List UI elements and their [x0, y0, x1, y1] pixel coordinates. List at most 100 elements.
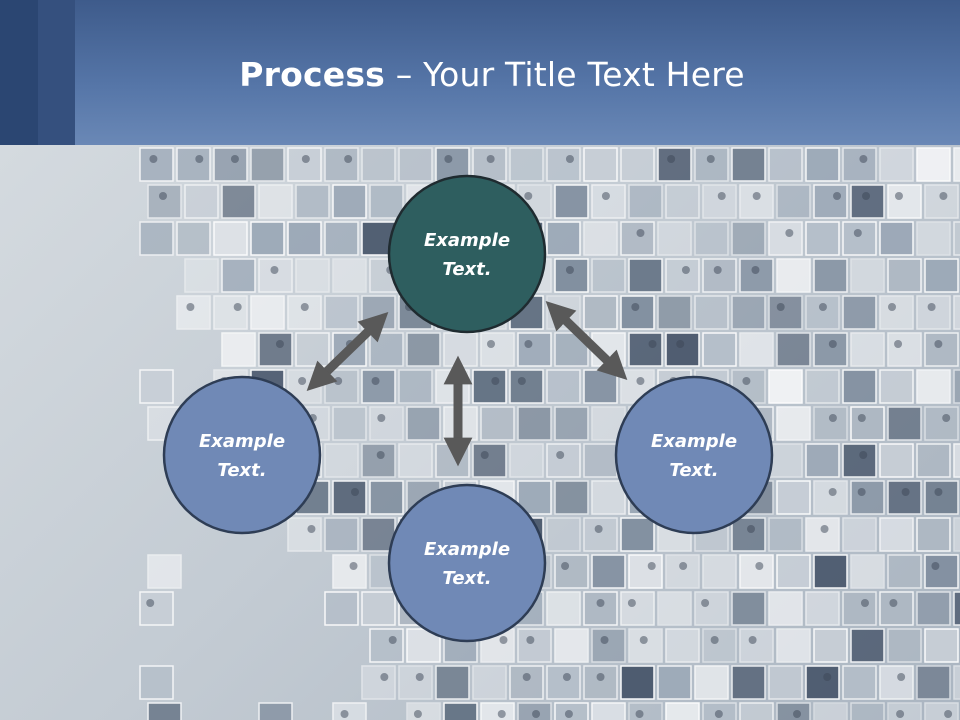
- collage-photo-tile: [287, 221, 322, 256]
- collage-figure-shape: [601, 192, 610, 200]
- collage-figure-shape: [862, 192, 871, 200]
- collage-figure-shape: [565, 266, 574, 274]
- collage-figure-shape: [526, 636, 535, 644]
- collage-photo-tile: [916, 295, 951, 330]
- collage-figure-shape: [532, 710, 541, 718]
- node-right-circle[interactable]: [614, 375, 774, 535]
- collage-photo-tile: [546, 665, 581, 700]
- collage-photo-tile: [694, 221, 729, 256]
- collage-photo-tile: [139, 221, 174, 256]
- collage-figure-shape: [679, 562, 688, 570]
- collage-photo-tile: [805, 369, 840, 404]
- collage-photo-tile: [776, 332, 811, 367]
- collage-figure-shape: [742, 377, 751, 385]
- collage-photo-tile: [398, 369, 433, 404]
- collage-figure-shape: [776, 303, 785, 311]
- collage-photo-tile: [406, 406, 441, 441]
- collage-photo-tile: [850, 406, 885, 441]
- collage-photo-tile: [813, 184, 848, 219]
- collage-photo-tile: [517, 406, 552, 441]
- collage-figure-shape: [896, 710, 905, 718]
- collage-figure-shape: [491, 377, 500, 385]
- collage-photo-tile: [509, 443, 544, 478]
- collage-photo-tile: [768, 369, 803, 404]
- collage-photo-tile: [731, 147, 766, 182]
- collage-photo-tile: [250, 221, 285, 256]
- collage-photo-tile: [546, 147, 581, 182]
- collage-photo-tile: [398, 147, 433, 182]
- title-regular-part: – Your Title Text Here: [385, 55, 745, 94]
- collage-figure-shape: [889, 599, 898, 607]
- collage-photo-tile: [509, 369, 544, 404]
- arrow-top-left[interactable]: [306, 311, 389, 392]
- collage-photo-tile: [332, 554, 367, 589]
- collage-figure-shape: [270, 266, 279, 274]
- arrow-top-right[interactable]: [545, 300, 628, 381]
- collage-photo-tile: [139, 369, 174, 404]
- collage-figure-shape: [944, 710, 953, 718]
- collage-figure-shape: [556, 451, 565, 459]
- node-top-circle[interactable]: [387, 174, 547, 334]
- collage-figure-shape: [524, 340, 533, 348]
- collage-photo-tile: [850, 480, 885, 515]
- collage-photo-tile: [620, 517, 655, 552]
- collage-photo-tile: [221, 332, 256, 367]
- collage-photo-tile: [324, 591, 359, 626]
- collage-photo-tile: [591, 554, 626, 589]
- collage-photo-tile: [887, 332, 922, 367]
- collage-photo-tile: [665, 258, 700, 293]
- collage-photo-tile: [295, 184, 330, 219]
- collage-photo-tile: [583, 147, 618, 182]
- collage-photo-tile: [776, 258, 811, 293]
- collage-photo-tile: [554, 258, 589, 293]
- collage-photo-tile: [739, 628, 774, 663]
- collage-photo-tile: [805, 443, 840, 478]
- node-bottom-label: Example Text.: [392, 535, 542, 593]
- collage-photo-tile: [879, 295, 914, 330]
- collage-figure-shape: [565, 155, 574, 163]
- collage-photo-tile: [583, 443, 618, 478]
- collage-figure-shape: [785, 229, 794, 237]
- collage-photo-tile: [176, 221, 211, 256]
- collage-photo-tile: [369, 628, 404, 663]
- collage-photo-tile: [620, 221, 655, 256]
- collage-figure-shape: [186, 303, 195, 311]
- collage-photo-tile: [657, 665, 692, 700]
- collage-photo-tile: [805, 295, 840, 330]
- collage-photo-tile: [916, 591, 951, 626]
- collage-photo-tile: [916, 369, 951, 404]
- collage-photo-tile: [879, 517, 914, 552]
- node-bottom-circle[interactable]: [387, 483, 547, 643]
- collage-photo-tile: [850, 554, 885, 589]
- collage-photo-tile: [620, 591, 655, 626]
- collage-figure-shape: [564, 710, 573, 718]
- collage-figure-shape: [344, 155, 353, 163]
- node-right-label: Example Text.: [619, 427, 769, 485]
- collage-figure-shape: [828, 488, 837, 496]
- collage-photo-tile: [702, 332, 737, 367]
- node-top-line2: Text.: [442, 259, 492, 280]
- collage-photo-tile: [332, 184, 367, 219]
- collage-photo-tile: [842, 665, 877, 700]
- collage-photo-tile: [554, 628, 589, 663]
- collage-photo-tile: [924, 628, 959, 663]
- collage-photo-tile: [842, 295, 877, 330]
- collage-photo-tile: [924, 480, 959, 515]
- node-right-line1: Example: [650, 431, 738, 452]
- collage-photo-tile: [184, 258, 219, 293]
- collage-photo-tile: [694, 147, 729, 182]
- collage-figure-shape: [149, 155, 158, 163]
- collage-figure-shape: [340, 710, 349, 718]
- collage-figure-shape: [857, 488, 866, 496]
- collage-figure-shape: [307, 525, 316, 533]
- collage-photo-tile: [813, 554, 848, 589]
- collage-photo-tile: [842, 443, 877, 478]
- collage-figure-shape: [636, 377, 645, 385]
- collage-photo-tile: [805, 221, 840, 256]
- node-left-circle[interactable]: [162, 375, 322, 535]
- collage-photo-tile: [879, 221, 914, 256]
- collage-figure-shape: [388, 636, 397, 644]
- collage-photo-tile: [657, 147, 692, 182]
- collage-photo-tile: [768, 443, 803, 478]
- slide-title[interactable]: Process – Your Title Text Here: [0, 55, 960, 94]
